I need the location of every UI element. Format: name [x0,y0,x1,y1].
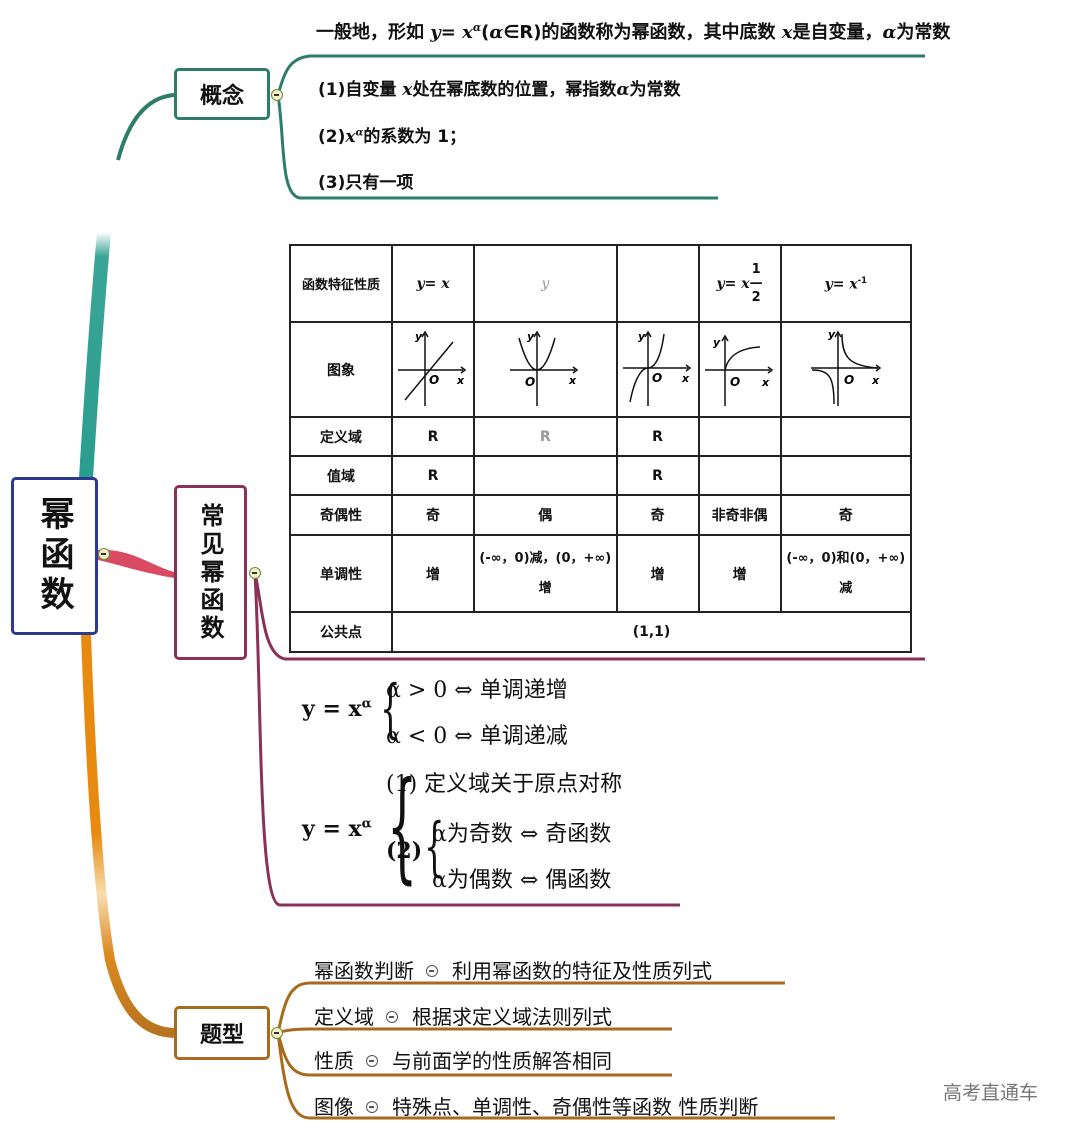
type-item-property[interactable]: 性质与前面学的性质解答相同 [314,1049,612,1073]
table-header-y-sqrt-x: y= x1—2 [697,244,782,323]
type-item-judgement[interactable]: 幂函数判断利用幂函数的特征及性质列式 [314,959,712,983]
svg-text:O: O [652,371,662,385]
domain-cell [779,416,913,457]
domain-cell: R [615,416,700,457]
watermark: 高考直通车 [943,1082,1039,1104]
svg-text:O: O [429,373,439,387]
collapse-icon[interactable] [366,1055,378,1067]
collapse-icon[interactable] [426,965,438,977]
type-item-graph[interactable]: 图像特殊点、单调性、奇偶性等函数 性质判断 [314,1095,759,1119]
svg-text:y: y [638,330,646,343]
domain-cell: R [391,416,475,457]
svg-text:x: x [456,374,465,387]
row-label-range: 值域 [289,455,393,496]
row-label-common-point: 公共点 [289,611,393,653]
problem-types-node[interactable]: 题型 [174,1006,270,1060]
concept-definition: 一般地，形如 y= xα(α∈R)的函数称为幂函数，其中底数 x是自变量，α为常… [316,21,951,43]
parity-cell: 偶 [473,494,618,536]
svg-text:O: O [525,375,535,389]
concept-item-1: (1)自变量 x处在幂底数的位置，幂指数α为常数 [318,80,681,100]
monotonicity-cell: (-∞，0)和(0，+∞)减 [779,534,913,613]
parity-cell: 非奇非偶 [697,494,782,536]
svg-text:y: y [713,336,721,349]
table-header-y-inv-x: y= x-1 [779,244,913,323]
common-functions-node[interactable]: 常见幂函数 [174,485,247,660]
row-label-domain: 定义域 [289,416,393,457]
root-collapse-toggle[interactable] [98,548,110,560]
svg-text:y: y [828,328,836,341]
table-header-y-x3 [615,244,700,323]
parity-cell: 奇 [391,494,475,536]
collapse-icon[interactable] [366,1101,378,1113]
collapse-icon[interactable] [386,1011,398,1023]
table-header-label: 函数特征性质 [289,244,393,323]
concept-item-2: (2)xα的系数为 1； [318,126,467,147]
monotonicity-cell: 增 [615,534,700,613]
svg-text:x: x [568,374,577,387]
monotonicity-cell: 增 [391,534,475,613]
concept-collapse-toggle[interactable] [271,89,283,101]
row-label-graph: 图象 [289,321,393,418]
type-item-domain[interactable]: 定义域根据求定义域法则列式 [314,1005,612,1029]
svg-text:x: x [871,374,880,387]
domain-cell [697,416,782,457]
parity-cell: 奇 [615,494,700,536]
root-node[interactable]: 幂函数 [11,477,98,635]
types-collapse-toggle[interactable] [271,1027,283,1039]
concept-item-3: (3)只有一项 [318,173,414,193]
table-header-y-x: y= x [391,244,475,323]
range-cell [779,455,913,496]
range-cell: R [615,455,700,496]
concept-node[interactable]: 概念 [174,68,270,120]
svg-text:y: y [527,330,535,343]
svg-text:y: y [415,330,423,343]
common-point-cell: (1,1) [391,611,912,653]
common-collapse-toggle[interactable] [249,567,261,579]
svg-text:x: x [681,372,690,385]
monotonicity-cell: 增 [697,534,782,613]
svg-text:x: x [761,376,770,389]
parity-cell: 奇 [779,494,913,536]
row-label-monotonicity: 单调性 [289,534,393,613]
monotonicity-cell: (-∞，0)减，(0，+∞)增 [473,534,618,613]
domain-cell: R [473,416,618,457]
range-cell [473,455,618,496]
svg-text:O: O [844,373,854,387]
range-cell [697,455,782,496]
range-cell: R [391,455,475,496]
table-header-y-x2: y [473,244,618,323]
row-label-parity: 奇偶性 [289,494,393,536]
svg-text:O: O [730,375,740,389]
